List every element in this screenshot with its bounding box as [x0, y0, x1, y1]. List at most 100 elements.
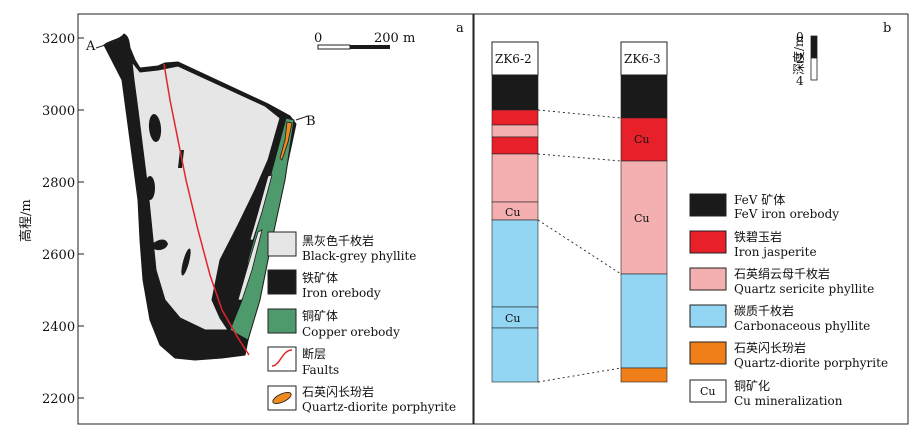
layer-quartz-sericite-phyllite	[620, 160, 668, 275]
scale-bar-end: 200 m	[374, 31, 415, 46]
quartz-diorite-porphyrite-dike	[279, 121, 293, 161]
legend-cn: 石英闪长玢岩	[734, 340, 806, 355]
legend-en: Quartz sericite phyllite	[734, 282, 874, 296]
legend-swatch-sericite	[689, 267, 727, 291]
y-tick-label: 2800	[42, 176, 75, 191]
porphyrite-symbol	[272, 392, 292, 404]
correlation-line	[537, 153, 622, 162]
depth-tick-label: 0	[796, 30, 804, 44]
legend-cn: 石英闪长玢岩	[302, 384, 374, 399]
fault-line	[163, 63, 250, 356]
scale-bar-start: 0	[314, 31, 322, 46]
depth-scale-title: 深度/m	[791, 35, 806, 75]
legend-cn: 铜矿化	[734, 378, 770, 393]
legend-en: Copper orebody	[302, 325, 400, 339]
layer-quartz-sericite-phyllite	[491, 124, 539, 138]
depth-scale: 深度/m 0 2 4	[791, 30, 818, 88]
panel-a: a 3200 3000 2800 2600 2400 2200 高程/m	[18, 13, 474, 425]
correlation-line	[537, 367, 622, 383]
copper-orebody-band	[237, 229, 263, 301]
layer-quartz-diorite-porphyrite	[620, 367, 668, 383]
layer-carbonaceous-phyllite	[620, 273, 668, 369]
section-end-b: B	[306, 114, 316, 129]
legend-cn: 碳质千枚岩	[734, 303, 794, 318]
iron-orebody-lens	[148, 114, 162, 142]
cu-label: Cu	[505, 312, 521, 325]
legend-en: Black-grey phyllite	[302, 249, 416, 263]
legend-cu-symbol: Cu	[700, 385, 716, 398]
cu-label: Cu	[634, 212, 650, 225]
depth-tick-label: 2	[796, 52, 804, 66]
column-name: ZK6-3	[624, 52, 661, 66]
panel-b-legend: FeV 矿体 FeV iron orebody 铁碧玉岩 Iron jasper…	[689, 193, 888, 408]
fault-symbol	[271, 349, 293, 367]
layer-carbonaceous-phyllite	[491, 327, 539, 383]
panel-b-label: b	[883, 21, 891, 36]
iron-orebody-lens	[145, 176, 155, 200]
correlation-line	[537, 219, 622, 275]
borehole-zk6-3: ZK6-3 Cu Cu	[620, 41, 668, 383]
legend-swatch-carbonaceous	[689, 304, 727, 328]
legend-en: Cu mineralization	[734, 394, 843, 408]
section-end-a: A	[85, 39, 96, 54]
section-line-b	[295, 115, 309, 121]
section-line-a	[95, 39, 121, 49]
correlation-lines	[537, 109, 622, 383]
copper-orebody-band	[249, 174, 273, 241]
legend-swatch-fev	[689, 193, 727, 217]
y-axis-title: 高程/m	[18, 199, 34, 242]
y-tick-label: 3000	[42, 104, 75, 119]
legend-swatch-copper	[267, 308, 297, 334]
legend-swatch-cu	[689, 379, 727, 403]
elevation-axis: 3200 3000 2800 2600 2400 2200 高程/m	[18, 32, 84, 407]
depth-scale-black	[810, 35, 818, 59]
scale-bar: 0 200 m	[314, 31, 415, 50]
legend-cn: 断层	[302, 346, 326, 361]
correlation-line	[537, 109, 622, 119]
legend-cn: 铜矿体	[302, 308, 338, 323]
legend-en: Quartz-diorite porphyrite	[734, 356, 888, 370]
scale-bar-black	[350, 45, 390, 49]
y-tick-label: 2200	[42, 392, 75, 407]
panel-b: b ZK6-2 Cu Cu ZK6-3 Cu Cu	[473, 13, 909, 425]
layer-feV-orebody	[620, 74, 668, 119]
depth-scale-white	[810, 57, 818, 81]
legend-cn: FeV 矿体	[734, 193, 785, 207]
legend-swatch-porphyrite	[689, 341, 727, 365]
legend-en: FeV iron orebody	[734, 207, 839, 221]
legend-swatch-phyllite	[267, 231, 297, 257]
legend-en: Iron orebody	[302, 286, 381, 300]
panel-a-frame	[77, 13, 474, 425]
black-grey-phyllite-body	[131, 60, 281, 331]
scale-bar-white	[317, 44, 351, 50]
legend-en: Faults	[302, 363, 339, 377]
depth-tick-label: 4	[796, 74, 804, 88]
legend-en: Quartz-diorite porphyrite	[302, 400, 456, 414]
borehole-zk6-2: ZK6-2 Cu Cu	[491, 41, 539, 383]
legend-cn: 铁矿体	[302, 271, 338, 285]
panel-b-frame	[473, 13, 909, 425]
panel-a-legend: 黑灰色千枚岩 Black-grey phyllite 铁矿体 Iron oreb…	[267, 231, 456, 414]
iron-orebody-lens	[181, 248, 191, 276]
legend-en: Iron jasperite	[734, 245, 817, 259]
layer-feV-orebody	[491, 74, 539, 111]
cross-section: A B	[85, 33, 316, 361]
layer-iron-jasperite	[491, 136, 539, 155]
legend-cn: 石英绢云母千枚岩	[734, 266, 830, 281]
panel-a-label: a	[456, 21, 464, 36]
legend-cn: 黑灰色千枚岩	[302, 233, 374, 248]
layer-carbonaceous-phyllite	[491, 219, 539, 308]
layer-iron-jasperite	[491, 109, 539, 126]
cu-label: Cu	[505, 206, 521, 219]
y-tick-label: 3200	[42, 32, 75, 47]
column-name: ZK6-2	[495, 52, 532, 66]
legend-swatch-iron	[267, 269, 297, 295]
iron-orebody-lens	[152, 239, 168, 251]
cu-label: Cu	[634, 133, 650, 146]
y-tick-label: 2600	[42, 248, 75, 263]
column-header	[491, 41, 539, 76]
legend-en: Carbonaceous phyllite	[734, 319, 870, 333]
layer-quartz-sericite-phyllite	[491, 153, 539, 203]
legend-cn: 铁碧玉岩	[734, 229, 782, 244]
